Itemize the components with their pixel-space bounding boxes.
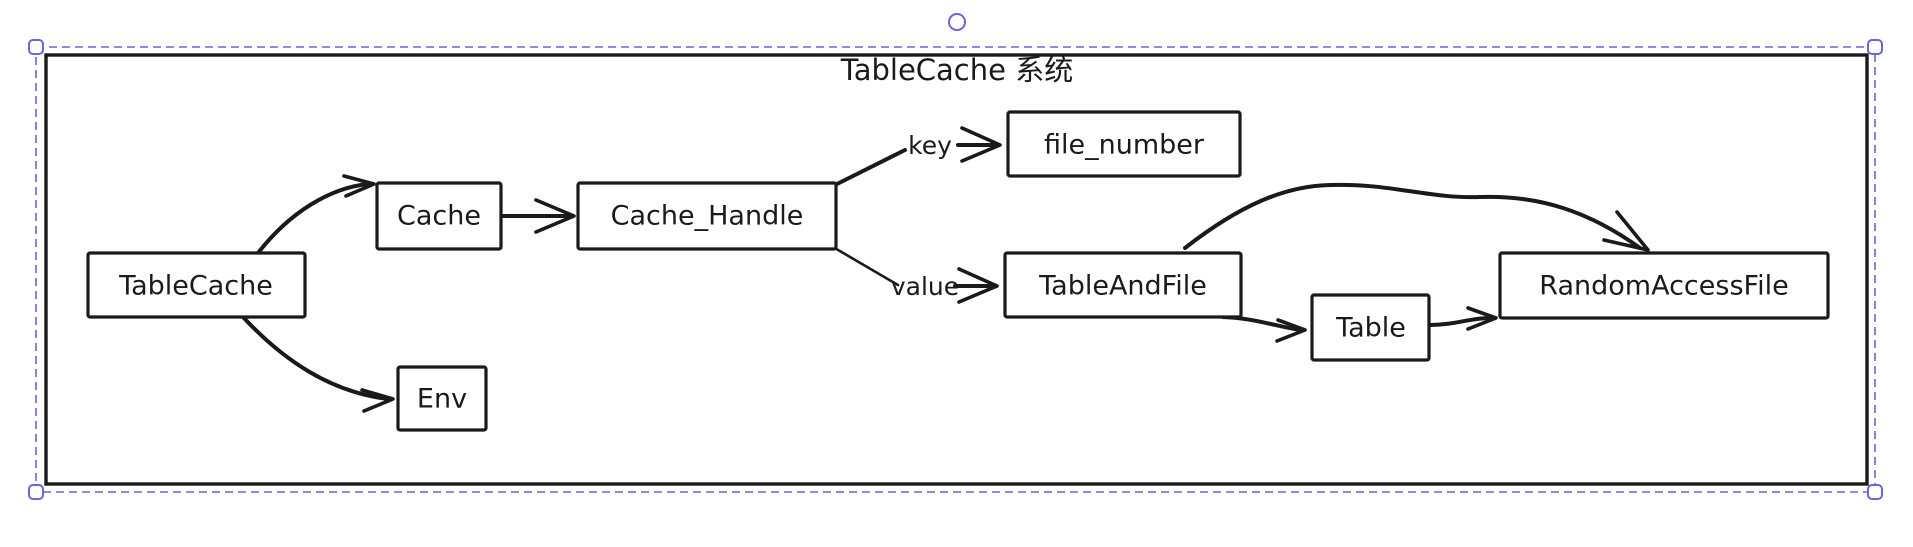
edge-cache-handle-to-value [831,245,900,287]
container-frame[interactable] [44,53,1869,486]
handle-top-left[interactable] [28,39,44,55]
node-label-tablecache: TableCache [118,271,273,302]
node-label-file-number: file_number [1044,130,1205,161]
edge-tablecache-to-cache [256,174,376,255]
node-tablecache[interactable]: TableCache [86,251,307,319]
edge-key-to-file-number [956,126,1002,163]
edge-cache-to-cache-handle [501,198,576,234]
handle-bottom-right[interactable] [1867,484,1883,500]
node-cache[interactable]: Cache [375,181,503,251]
node-env[interactable]: Env [396,365,488,432]
edge-table-to-random-access-file [1428,306,1498,331]
node-label-random-access-file: RandomAccessFile [1539,271,1788,302]
node-label-table-and-file: TableAndFile [1038,271,1207,302]
node-table[interactable]: Table [1310,293,1431,362]
rotate-handle[interactable] [948,13,966,31]
edge-value-to-table-and-file [953,267,999,304]
node-file-number[interactable]: file_number [1006,110,1242,178]
page-title: TableCache 系统 [840,53,1073,87]
node-label-cache-handle: Cache_Handle [611,201,804,232]
handle-bottom-left[interactable] [28,484,44,500]
handle-top-right[interactable] [1867,39,1883,55]
node-table-and-file[interactable]: TableAndFile [1003,251,1243,319]
node-label-table: Table [1335,313,1406,344]
node-cache-handle[interactable]: Cache_Handle [576,181,838,251]
edge-label-key: key [908,131,952,160]
edge-table-and-file-to-random-access-file [1183,182,1650,252]
edge-cache-handle-to-key [831,148,907,188]
node-random-access-file[interactable]: RandomAccessFile [1498,251,1830,320]
edge-table-and-file-to-table [1221,315,1307,343]
edge-tablecache-to-env [241,315,395,413]
edge-label-value: value [891,272,959,301]
selection-frame[interactable] [35,46,1876,493]
node-label-env: Env [417,384,467,415]
node-label-cache: Cache [397,201,481,232]
